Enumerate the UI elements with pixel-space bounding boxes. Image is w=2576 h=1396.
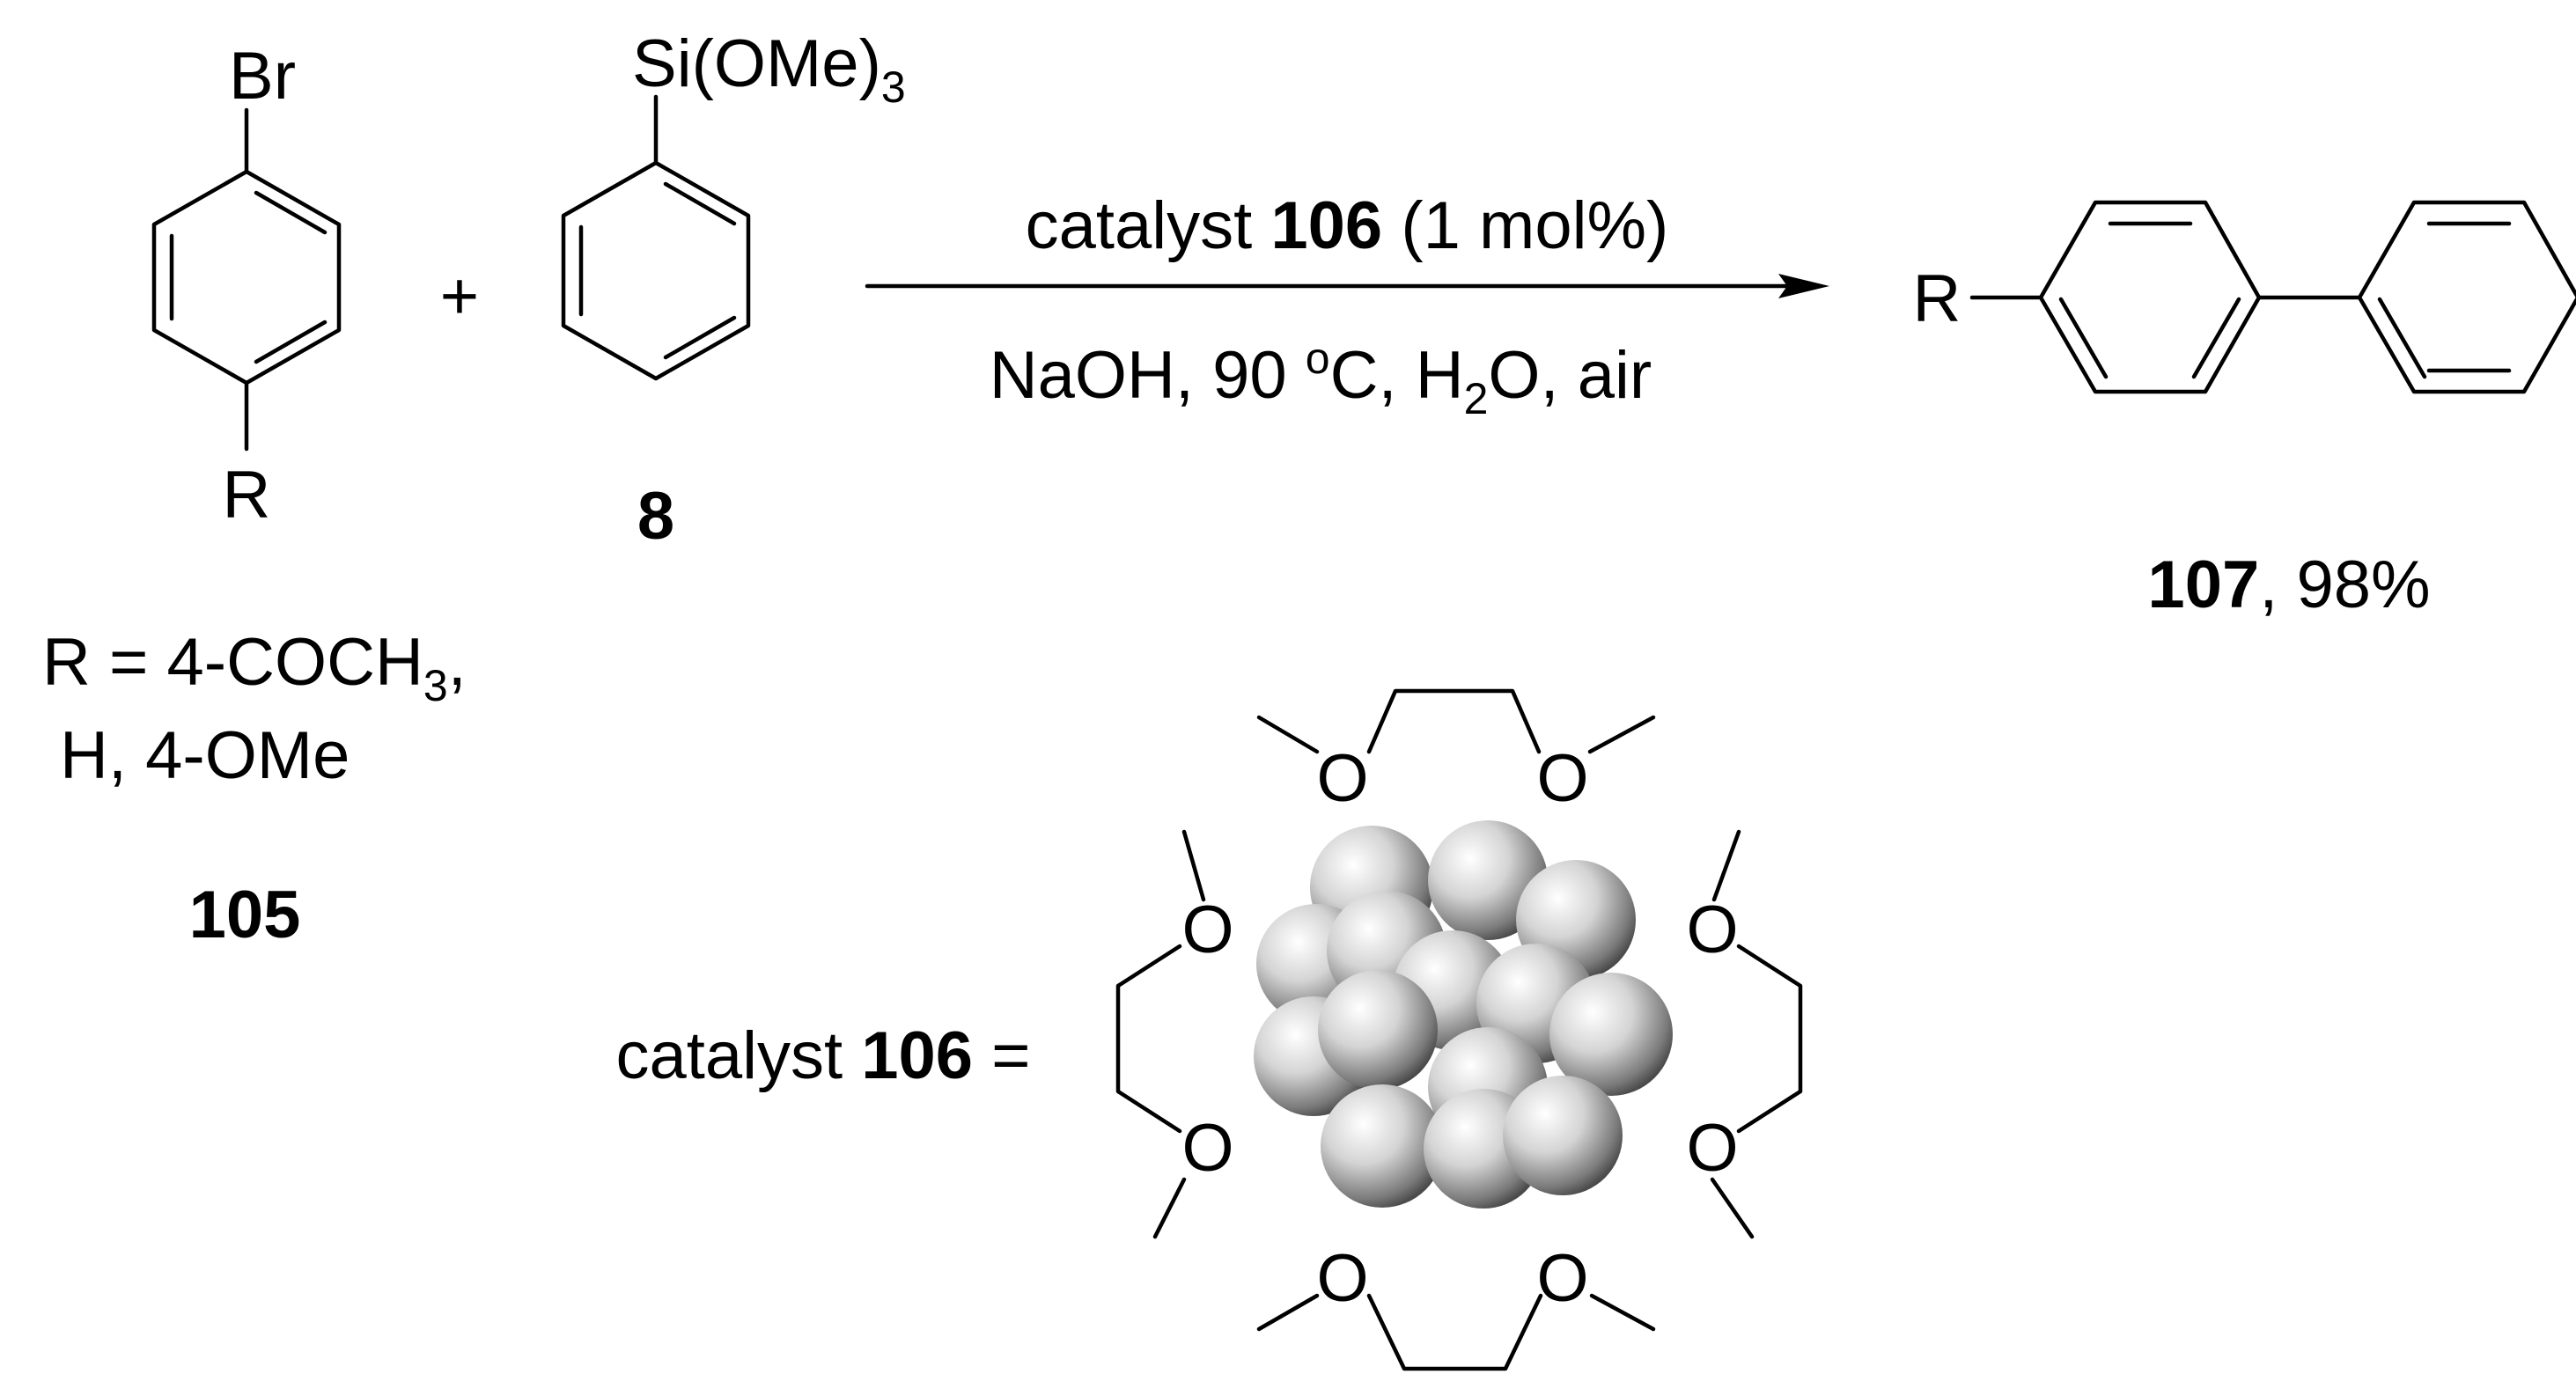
metal-atom-sphere [1503,1076,1623,1195]
product-label: 107, 98% [2147,547,2430,622]
product-r-label: R [1913,261,1961,336]
reactant-8-structure: Si(OMe)3 8 [561,26,906,554]
reaction-arrow: catalyst 106 (1 mol%) NaOH, 90 oC, H2O, … [865,188,1829,423]
glyme-ligand-bottom: O O [1256,1241,1656,1371]
oxygen-label: O [1536,741,1588,816]
glyme-ligand-right: O O [1686,829,1803,1239]
oxygen-label: O [1536,1241,1588,1316]
oxygen-label: O [1686,1111,1738,1186]
glyme-ligand-top: O O [1256,688,1656,816]
metal-atom-sphere [1321,1084,1444,1208]
bromine-label: Br [229,39,296,114]
oxygen-label: O [1316,741,1368,816]
product-107-structure: R 107, 98% [1913,200,2576,622]
benzene-ring-105 [151,169,342,386]
oxygen-label: O [1181,893,1233,967]
arrow-conditions-below: NaOH, 90 oC, H2O, air [990,334,1652,423]
double-bond [2377,297,2427,379]
oxygen-label: O [1316,1241,1368,1316]
metal-atom-sphere [1318,970,1438,1090]
arrow-conditions-above: catalyst 106 (1 mol%) [1026,188,1669,263]
catalyst-definition-label: catalyst 106 = [615,1018,1030,1093]
double-bond [254,190,328,235]
double-bond [2191,297,2241,379]
glyme-ligand-left: O O [1115,829,1234,1239]
benzene-ring-107b [2357,200,2576,394]
plus-sign: + [440,259,479,334]
oxygen-label: O [1686,893,1738,967]
r-group-label: R [223,458,271,533]
benzene-ring-107a [2038,200,2262,394]
silyl-group-label: Si(OMe)3 [632,26,906,112]
oxygen-label: O [1181,1111,1233,1186]
double-bond [663,315,737,360]
double-bond [2058,297,2109,379]
compound-label-105: 105 [189,878,301,952]
double-bond [254,320,328,364]
r-groups-line1: R = 4-COCH3, [42,625,467,710]
double-bond [663,181,737,226]
reactant-105-structure: Br R R = 4-COCH3, H, 4-OMe 105 [42,39,467,952]
compound-label-8: 8 [637,479,674,554]
nanoparticle-cluster [1254,820,1673,1209]
arrow-head [1778,274,1829,298]
benzene-ring-8 [561,160,751,381]
metal-atom-sphere [1549,973,1673,1096]
r-groups-line2: H, 4-OMe [60,718,350,793]
